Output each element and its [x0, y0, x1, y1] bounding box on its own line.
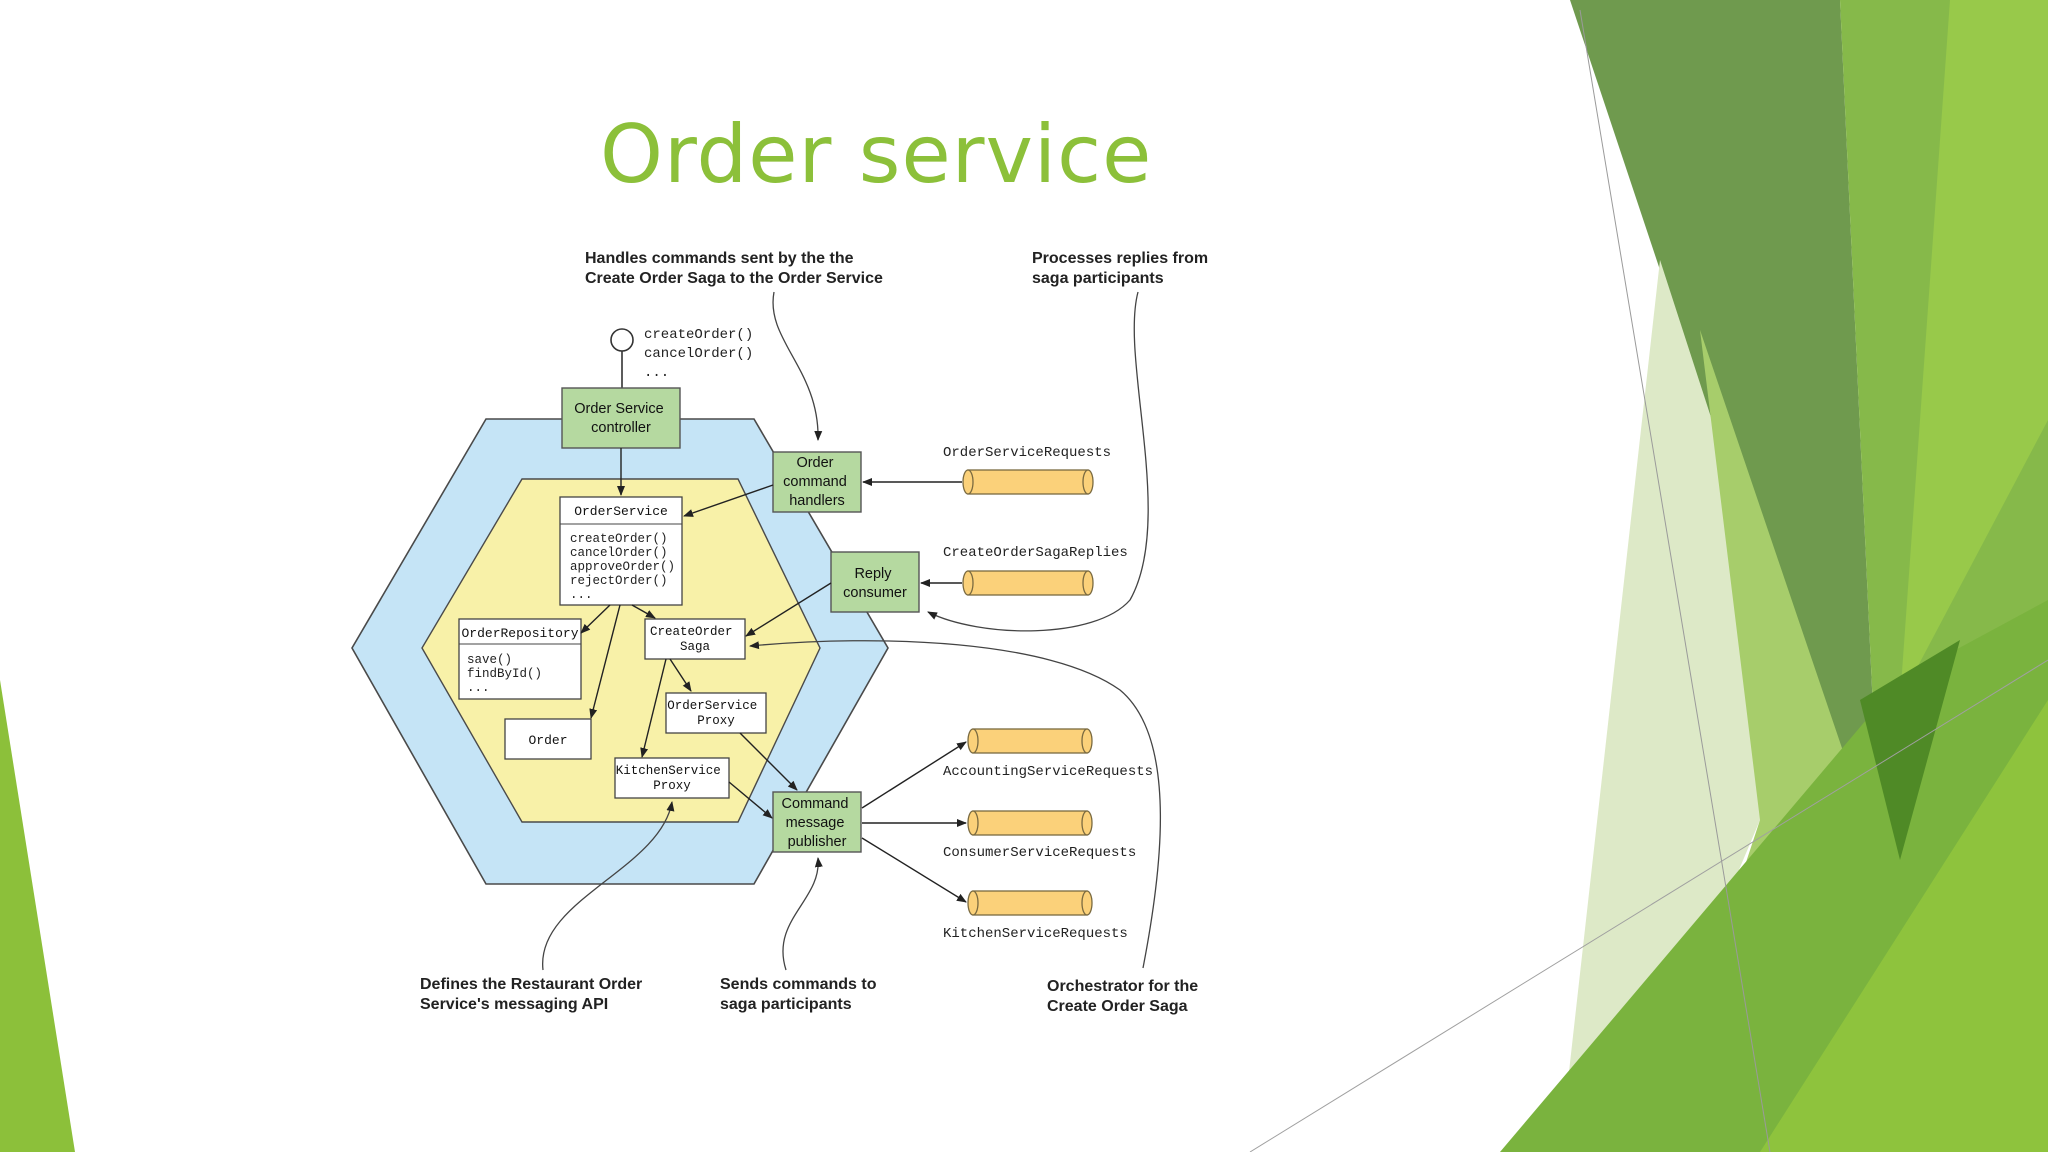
order-service-class-name: OrderService [574, 504, 668, 519]
note-processes-replies: Processes replies from saga participants [1032, 250, 1213, 287]
order-repository-methods: save() findById() ... [467, 653, 550, 695]
order-command-handlers-box [772, 451, 862, 513]
arrow-saga-to-kitchenproxy [640, 658, 667, 758]
channel-label-order-service-requests: OrderServiceRequests [943, 445, 1111, 461]
note-handles-commands: Handles commands sent by the the Create … [585, 250, 883, 287]
facet-mid-dark [1860, 640, 1960, 860]
command-message-publisher-label: Command message publisher [782, 796, 853, 850]
leader-processes-replies [927, 291, 1149, 632]
leader-orchestrator [749, 640, 1162, 969]
leader-handles-commands [772, 291, 823, 441]
interface-ops: createOrder() cancelOrder() ... [644, 327, 762, 381]
channel-kitchen-service-requests [967, 890, 1093, 916]
arrow-publisher-to-accounting [861, 741, 967, 809]
arrow-orderserviceproxy-to-publisher [739, 732, 798, 791]
channel-label-create-order-saga-replies: CreateOrderSagaReplies [943, 545, 1128, 561]
arrow-kitchenproxy-to-publisher [728, 781, 773, 819]
channel-consumer-service-requests [967, 810, 1093, 836]
kitchen-service-proxy-box [614, 757, 730, 799]
order-service-proxy-label: OrderService Proxy [667, 699, 765, 728]
order-command-handlers-label: Order command handlers [783, 455, 851, 509]
reply-consumer-label: Reply consumer [843, 566, 907, 601]
arrow-orderservice-to-saga [631, 604, 656, 619]
interface-port-icon [610, 328, 634, 352]
facet-bottom-bright [1760, 700, 2048, 1152]
channel-accounting-service-requests [967, 728, 1093, 754]
facet-right-green-b [1900, 0, 2048, 700]
note-defines-api: Defines the Restaurant Order Service's m… [420, 976, 647, 1013]
order-service-proxy-box [665, 692, 767, 734]
command-message-publisher-box [772, 791, 862, 853]
facet-thin-line-a [1579, 9, 1771, 1152]
channel-label-accounting-service-requests: AccountingServiceRequests [943, 764, 1153, 780]
order-service-controller-label: Order Service controller [574, 401, 667, 436]
order-repository-class-box [458, 618, 582, 700]
leader-defines-api [542, 801, 675, 971]
kitchen-service-proxy-label: KitchenService Proxy [616, 764, 729, 793]
order-service-class-box [559, 496, 683, 606]
create-order-saga-label: CreateOrder Saga [650, 625, 740, 654]
reply-consumer-box [830, 551, 920, 613]
order-repository-class-name: OrderRepository [461, 626, 578, 641]
arrow-publisher-to-kitchen [861, 837, 967, 903]
note-sends-commands: Sends commands to saga participants [720, 976, 881, 1013]
order-class-label: Order [528, 733, 567, 748]
arrow-reply-consumer-to-saga [745, 582, 832, 637]
order-class-box [504, 718, 592, 760]
note-orchestrator: Orchestrator for the Create Order Saga [1047, 978, 1203, 1015]
facet-left-lower [0, 680, 75, 1152]
order-service-controller-box [561, 387, 681, 449]
arrow-handlers-to-orderservice [683, 484, 774, 517]
channel-create-order-saga-replies [962, 570, 1094, 596]
create-order-saga-box [644, 618, 746, 660]
order-service-methods: createOrder() cancelOrder() approveOrder… [570, 532, 683, 602]
channel-order-service-requests [962, 469, 1094, 495]
arrow-orderservice-to-repository [580, 604, 611, 634]
facet-thin-line-b [1249, 659, 2048, 1152]
arrow-orderservice-to-order [589, 604, 621, 719]
channel-label-kitchen-service-requests: KitchenServiceRequests [943, 926, 1128, 942]
leader-sends-commands [782, 857, 823, 971]
slide-title: Order service [600, 108, 1153, 201]
arrow-saga-to-orderserviceproxy [669, 658, 692, 692]
channel-label-consumer-service-requests: ConsumerServiceRequests [943, 845, 1136, 861]
